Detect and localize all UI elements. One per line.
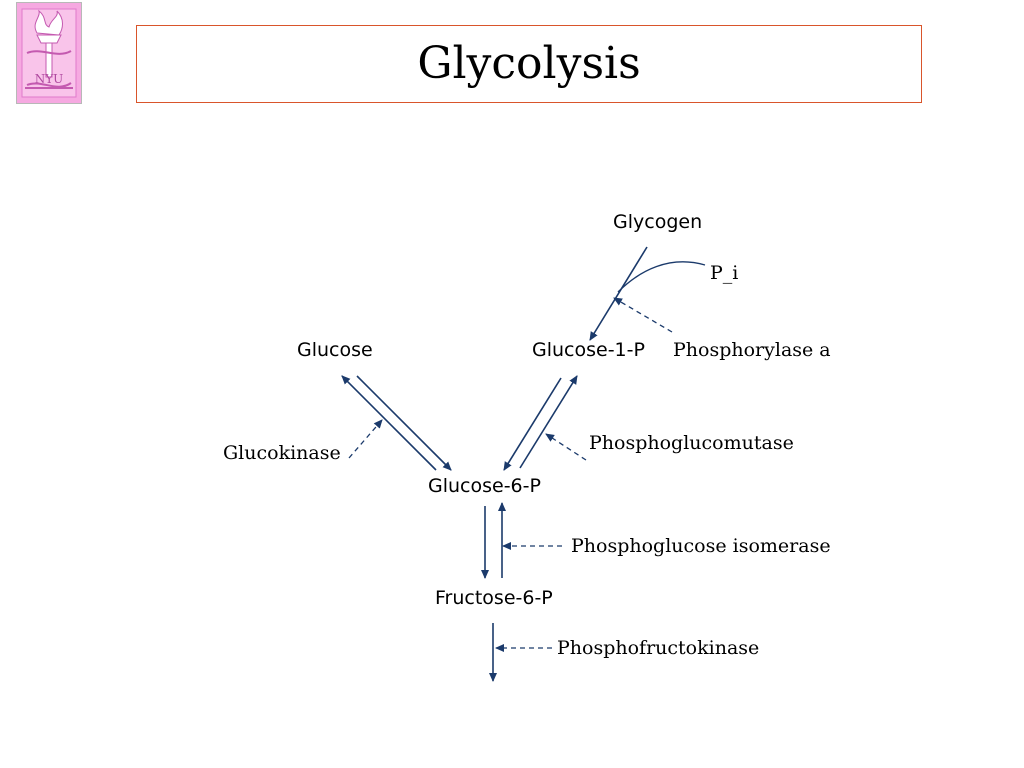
compound-fructose-6-p: Fructose-6-P [435, 587, 553, 609]
enzyme-phosphofructokinase: Phosphofructokinase [557, 637, 760, 659]
arrow-phosphoglucomutase [545, 433, 587, 461]
arrow-glycogen-to-g1p [589, 246, 648, 341]
arrow-g1p-to-g6p [503, 377, 562, 471]
slide-title: Glycolysis [417, 38, 641, 89]
logo-text: NYU [35, 72, 64, 86]
arrow-g6p-to-glucose [341, 375, 437, 471]
compound-glucose-1-p: Glucose-1-P [532, 339, 645, 361]
arrow-glucose-to-g6p [356, 375, 452, 471]
torch-icon: NYU [17, 3, 81, 103]
compound-glucose-6-p: Glucose-6-P [428, 475, 541, 497]
arrow-glucokinase [348, 419, 383, 459]
compound-glucose: Glucose [297, 339, 373, 361]
enzyme-phosphoglucomutase: Phosphoglucomutase [589, 432, 794, 454]
pi-curve [617, 261, 706, 293]
cofactor-pi: P_i [710, 262, 739, 284]
enzyme-glucokinase: Glucokinase [223, 442, 341, 464]
enzyme-phosphoglucose-isomerase: Phosphoglucose isomerase [571, 535, 831, 557]
compound-glycogen: Glycogen [613, 211, 703, 233]
enzyme-phosphorylase-a: Phosphorylase a [673, 339, 831, 361]
arrow-g6p-to-g1p [519, 375, 578, 469]
title-box: Glycolysis [136, 25, 922, 103]
arrow-phosphorylase-a [613, 297, 673, 333]
nyu-logo: NYU [16, 2, 82, 104]
